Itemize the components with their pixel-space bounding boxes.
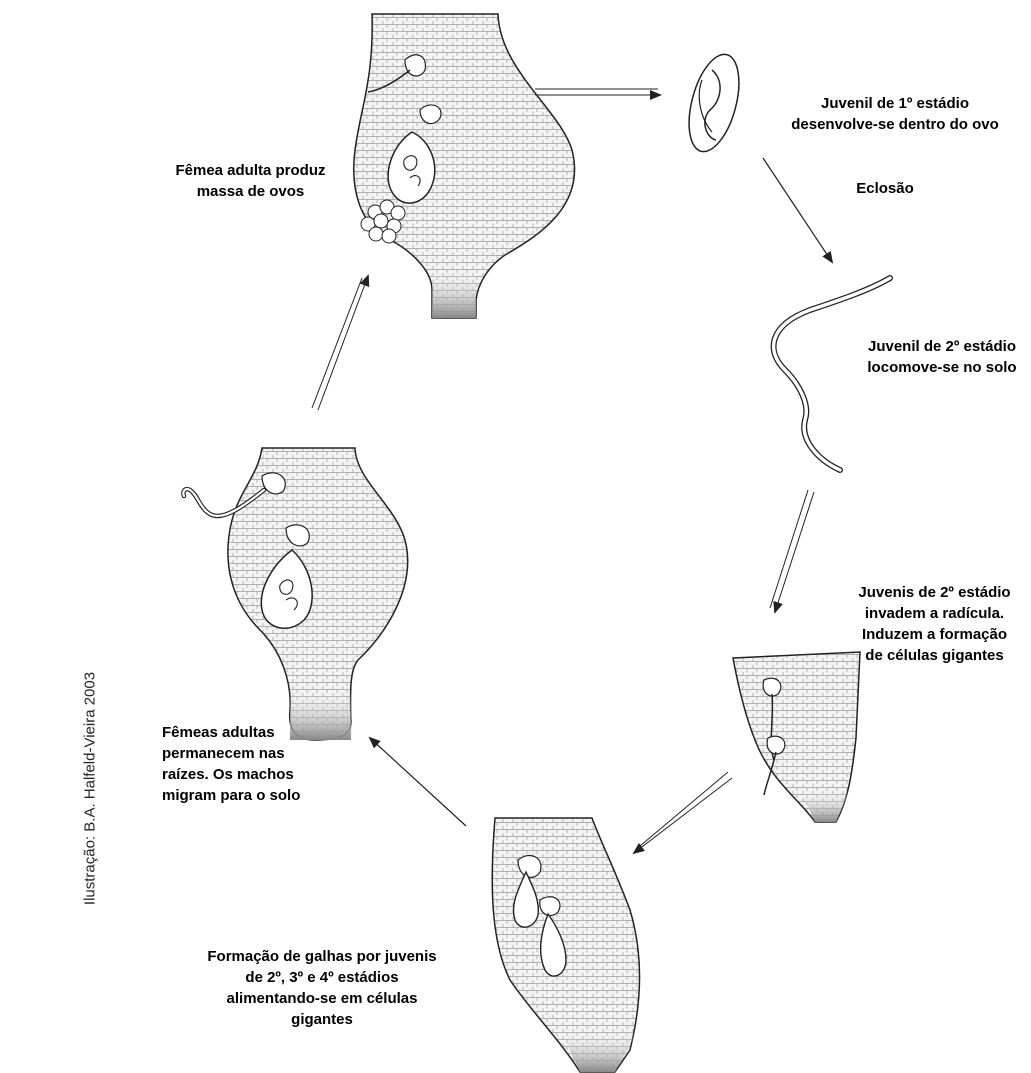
egg-with-first-stage-juvenile [680, 49, 748, 157]
arrow-hatching [763, 158, 832, 262]
arrow-to-gall-root [634, 772, 732, 853]
label-gall-formation: Formação de galhas por juvenis de 2º, 3º… [162, 946, 482, 1030]
label-second-stage-invade: Juvenis de 2º estádio invadem a radícula… [842, 582, 1027, 666]
label-first-stage-juvenile: Juvenil de 1º estádio desenvolve-se dent… [755, 93, 1031, 135]
arrow-to-egg-mass [312, 276, 368, 410]
label-second-stage-soil: Juvenil de 2º estádio locomove-se no sol… [852, 336, 1031, 378]
root-adult-females-remain [183, 448, 407, 740]
root-adult-female-egg-mass [354, 14, 575, 318]
arrow-to-egg [535, 89, 660, 95]
root-with-galls [492, 818, 639, 1072]
arrow-to-root-tip [770, 490, 814, 612]
label-adult-female-eggs: Fêmea adulta produz massa de ovos [148, 160, 353, 202]
illustration-credit: Ilustração: B.A. Halfeld-Vieira 2003 [82, 639, 99, 939]
label-adults-remain: Fêmeas adultas permanecem nas raízes. Os… [162, 722, 322, 806]
arrow-to-adult-females [370, 738, 466, 826]
label-hatching: Eclosão [835, 178, 935, 199]
root-tip-invaded [733, 652, 860, 822]
